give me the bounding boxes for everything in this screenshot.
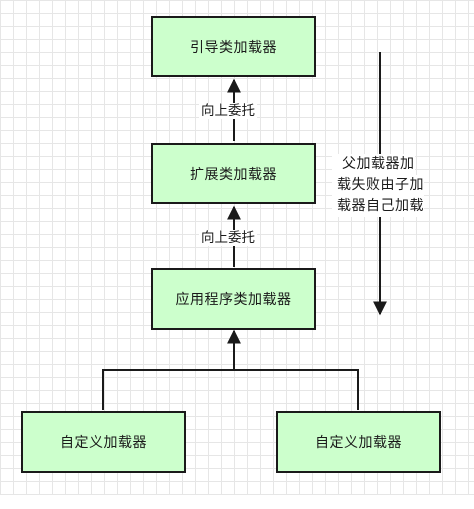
node-extension-loader[interactable]: 扩展类加载器	[151, 143, 316, 204]
edge-custom-left	[102, 369, 234, 410]
edge-label-lower-delegate: 向上委托	[199, 230, 257, 246]
edge-label-upper-delegate: 向上委托	[199, 103, 257, 119]
fallback-note-line1: 父加载器加	[332, 154, 415, 175]
fallback-note-line2: 载失败由子加	[332, 175, 424, 196]
edge-custom-right	[234, 369, 359, 410]
node-application-loader[interactable]: 应用程序类加载器	[151, 268, 316, 330]
node-bootstrap-loader[interactable]: 引导类加载器	[151, 16, 316, 77]
node-custom-loader-right[interactable]: 自定义加载器	[276, 411, 441, 473]
node-custom-loader-left[interactable]: 自定义加载器	[21, 411, 186, 473]
fallback-note: 父加载器加 载失败由子加 载器自己加载	[332, 154, 442, 217]
canvas-bottom-margin	[0, 495, 474, 509]
fallback-note-line3: 载器自己加载	[332, 196, 424, 217]
